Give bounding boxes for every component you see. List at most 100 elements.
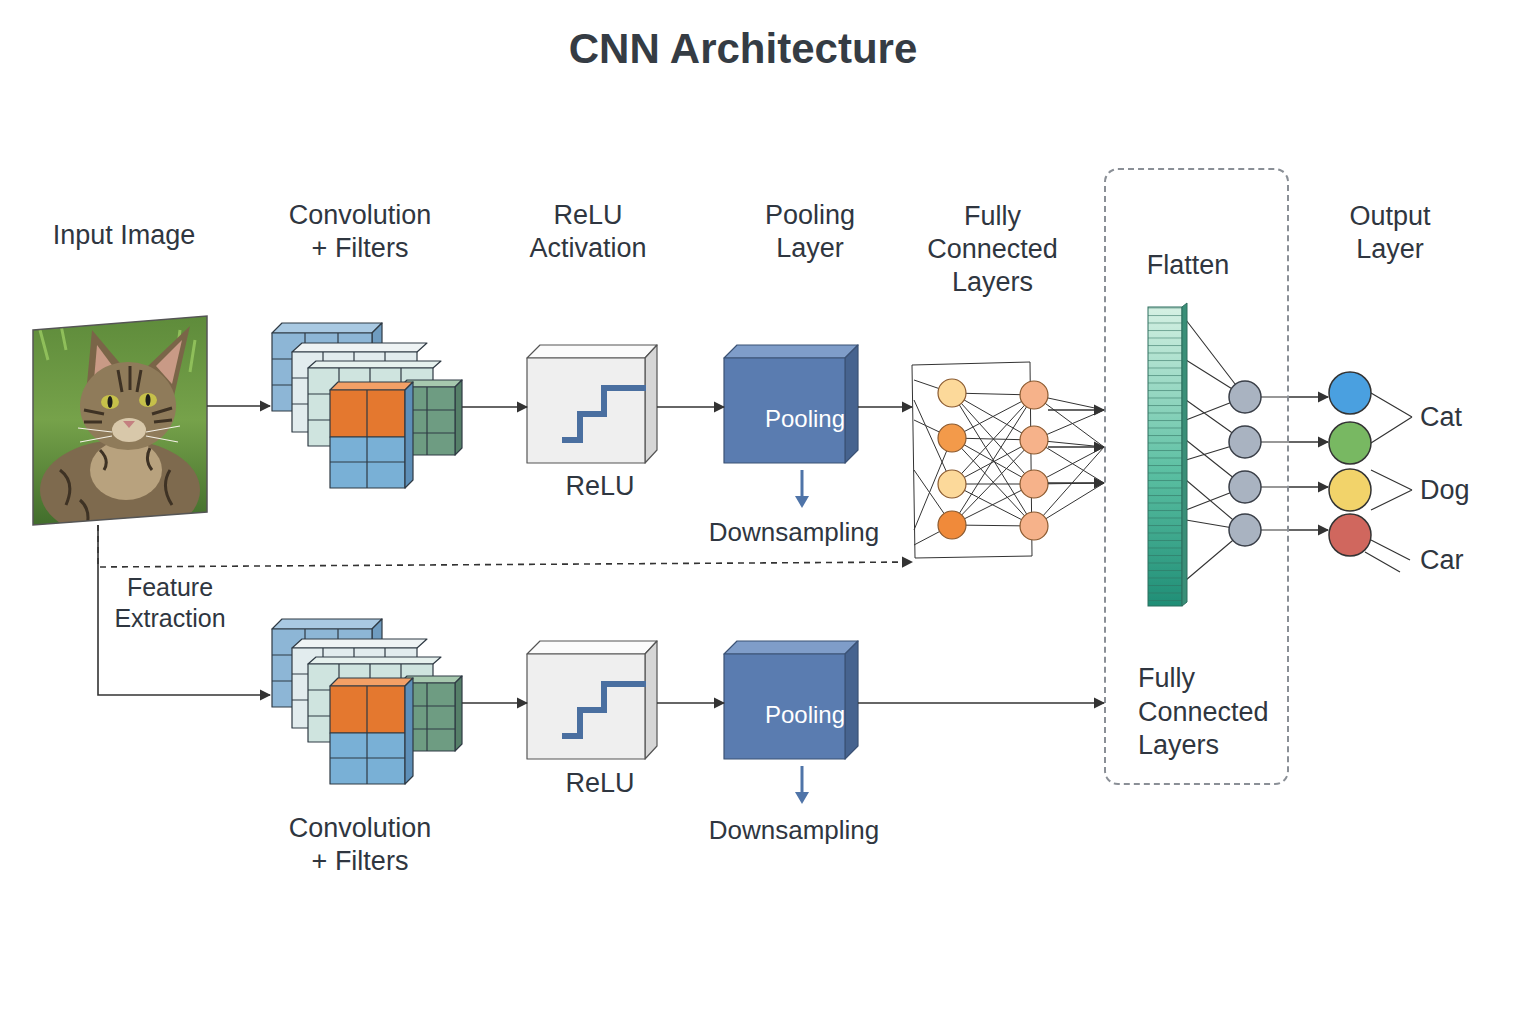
filter-grid [366, 390, 367, 437]
connector-line [98, 525, 270, 695]
node-label: Fully Connected Layers [1138, 662, 1278, 763]
node-heading: Fully Connected Layers [920, 200, 1065, 299]
flatten-bar-side [1182, 303, 1187, 606]
neuron [1020, 381, 1048, 409]
class-label: Cat [1420, 401, 1510, 434]
relu-layer: ReLU ActivationReLU [527, 345, 657, 463]
connector-line [1048, 482, 1104, 484]
downsampling-label: Downsampling [694, 516, 894, 548]
node-heading: Flatten [1113, 249, 1263, 282]
pooling-layer: Pooling LayerPooling [724, 345, 858, 463]
dense-block: FlattenFully Connected Layers [1104, 168, 1289, 785]
connector [858, 703, 1104, 704]
connector-line [1048, 409, 1104, 411]
connector-line [1289, 529, 1328, 531]
cat-eye [139, 393, 157, 407]
connector [98, 525, 912, 567]
connector [1048, 410, 1104, 483]
cube-face [455, 380, 462, 455]
node-heading: Convolution + Filters [285, 812, 435, 878]
cube-face [292, 343, 427, 352]
output-neuron [1329, 514, 1371, 556]
relu-layer: ReLU [527, 641, 657, 760]
downsampling-arrow [801, 470, 804, 498]
node-heading: Input Image [24, 219, 224, 252]
output-neuron [1329, 422, 1371, 464]
neuron [938, 511, 966, 539]
cat-muzzle [112, 418, 146, 442]
dense-weights [1186, 320, 1289, 580]
connector [858, 407, 912, 408]
edge-label: Feature Extraction [95, 572, 245, 634]
neuron [1229, 514, 1261, 546]
connector [462, 703, 527, 704]
node-label: ReLU [550, 767, 650, 800]
cube-grid [330, 437, 405, 488]
neuron [938, 424, 966, 452]
cat-stripes [60, 366, 172, 530]
connector-line [98, 525, 912, 567]
class-label: Car [1420, 544, 1510, 577]
neuron [1229, 471, 1261, 503]
neuron [938, 379, 966, 407]
node-heading: Convolution + Filters [285, 199, 435, 265]
neuron [1229, 381, 1261, 413]
connector-line [657, 702, 724, 704]
connector [657, 407, 724, 408]
cube-face [405, 382, 413, 488]
cube-face [272, 323, 382, 333]
node-heading: Pooling Layer [745, 199, 875, 265]
output-neuron [1329, 372, 1371, 414]
connector [207, 406, 270, 407]
connector-line [858, 702, 1104, 704]
connector-line [1289, 486, 1328, 488]
flatten-bar-stripes [1148, 307, 1182, 606]
cat-photo [30, 310, 210, 540]
cat-nose [123, 421, 135, 428]
box-label: Pooling [745, 700, 865, 730]
neuron [1020, 426, 1048, 454]
class-label: Dog [1420, 474, 1510, 507]
pooling-layer: Pooling [724, 641, 858, 760]
connector-line [1289, 396, 1328, 398]
input-image: Input Image [33, 316, 207, 525]
output-layer: Output Layer [1328, 370, 1373, 557]
downsampling-label: Downsampling [694, 814, 894, 846]
neuron [1020, 470, 1048, 498]
box-face [845, 345, 858, 463]
downsampling-arrowhead [795, 496, 809, 508]
connector [1289, 397, 1328, 530]
output-neuron [1329, 469, 1371, 511]
connector-line [462, 406, 527, 408]
box-face [724, 345, 858, 358]
class-leader-lines [1365, 393, 1412, 572]
connector [657, 703, 724, 704]
cat-body [40, 440, 200, 540]
fully-connected-network: Fully Connected Layers [912, 362, 1048, 558]
filter-face [330, 382, 413, 390]
node-heading: ReLU Activation [513, 199, 663, 265]
dense-neurons [1229, 381, 1261, 546]
connector-line [858, 406, 912, 408]
neuron [1020, 512, 1048, 540]
box-label: Pooling [745, 404, 865, 434]
box-face [527, 345, 657, 358]
connector-line [657, 406, 724, 408]
cube-face [330, 437, 405, 488]
node-label: ReLU [550, 470, 650, 503]
box-face [645, 345, 657, 463]
neuron [1229, 426, 1261, 458]
node-heading: Output Layer [1325, 200, 1455, 266]
cube-face [308, 361, 441, 368]
connector-line [1048, 446, 1104, 448]
cat-eye [101, 395, 119, 409]
diagram-title: CNN Architecture [443, 24, 1043, 74]
neuron [938, 470, 966, 498]
flatten-bar [1148, 307, 1182, 606]
convolution-layer: Convolution + Filters [270, 618, 462, 786]
connector-line [462, 702, 527, 704]
connector [462, 407, 527, 408]
